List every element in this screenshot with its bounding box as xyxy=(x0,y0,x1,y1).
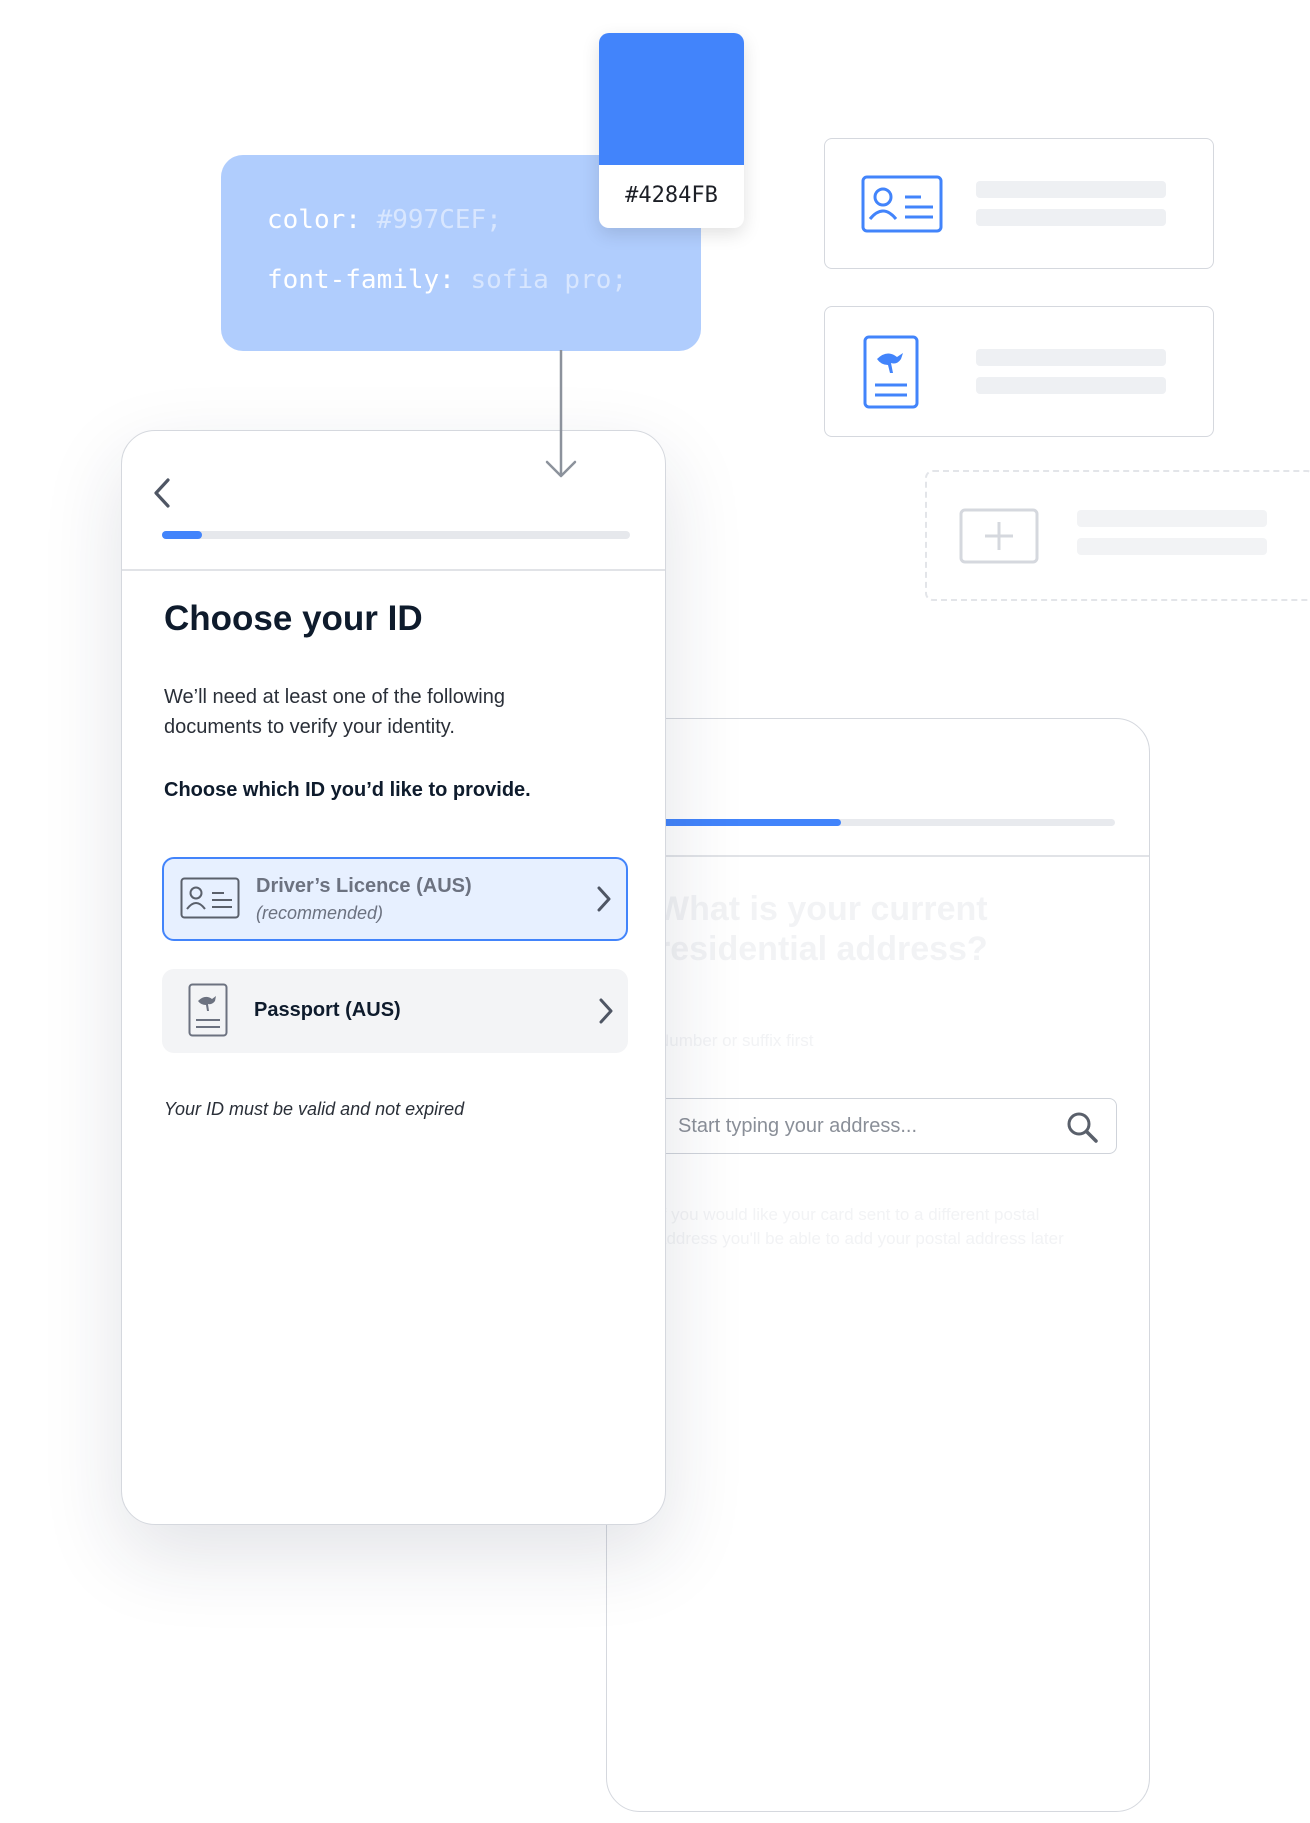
skeleton-line xyxy=(976,209,1166,226)
address-placeholder: Start typing your address... xyxy=(678,1115,918,1137)
code-property: color: xyxy=(267,205,361,235)
postal-note: If you would like your card sent to a di… xyxy=(657,1205,1064,1248)
divider xyxy=(122,569,665,571)
chevron-right-icon xyxy=(599,998,613,1024)
passport-icon xyxy=(863,335,919,409)
passport-card-preview xyxy=(824,306,1214,437)
address-screen: What is your current residential address… xyxy=(606,718,1150,1812)
skeleton-line xyxy=(976,181,1166,198)
address-title: What is your current residential address… xyxy=(657,890,988,968)
search-icon[interactable] xyxy=(1066,1111,1098,1143)
option-drivers-licence[interactable]: Driver’s Licence (AUS) (recommended) xyxy=(162,857,628,941)
option-passport[interactable]: Passport (AUS) xyxy=(162,969,628,1053)
choose-prompt: Choose which ID you’d like to provide. xyxy=(164,779,531,801)
code-line-color: color: #997CEF; xyxy=(267,205,502,235)
chevron-right-icon xyxy=(597,886,611,912)
skeleton-line xyxy=(1077,510,1267,527)
option-label: Passport (AUS) xyxy=(254,999,401,1021)
id-card-icon xyxy=(861,175,943,233)
page-title: Choose your ID xyxy=(164,599,423,638)
swatch-color-block xyxy=(599,33,744,165)
licence-card-preview xyxy=(824,138,1214,269)
choose-id-screen: Choose your ID We’ll need at least one o… xyxy=(121,430,666,1525)
code-value: sofia pro; xyxy=(470,265,628,295)
progress-bar xyxy=(162,531,630,539)
skeleton-line xyxy=(976,377,1166,394)
validity-note: Your ID must be valid and not expired xyxy=(164,1099,465,1119)
code-value: #997CEF; xyxy=(376,205,502,235)
address-search-input[interactable]: Start typing your address... xyxy=(657,1098,1117,1154)
back-arrow-icon[interactable] xyxy=(150,477,174,509)
progress-fill xyxy=(607,819,841,826)
code-line-font: font-family: sofia pro; xyxy=(267,265,627,295)
option-sublabel: (recommended) xyxy=(256,903,384,923)
address-hint: Number or suffix first xyxy=(657,1031,814,1050)
swatch-hex-label: #4284FB xyxy=(625,183,718,208)
page-description: We’ll need at least one of the following… xyxy=(164,686,505,738)
skeleton-line xyxy=(976,349,1166,366)
add-document-card xyxy=(925,470,1310,601)
option-label: Driver’s Licence (AUS) xyxy=(256,875,472,897)
code-property: font-family: xyxy=(267,265,455,295)
progress-bar xyxy=(607,819,1115,826)
id-card-icon xyxy=(180,877,240,919)
passport-icon xyxy=(188,983,228,1037)
plus-icon xyxy=(959,508,1039,564)
progress-fill xyxy=(162,531,202,539)
skeleton-line xyxy=(1077,538,1267,555)
color-swatch: #4284FB xyxy=(599,33,744,228)
style-code-bubble: color: #997CEF; font-family: sofia pro; xyxy=(221,155,701,351)
connector-arrow-icon xyxy=(545,350,577,478)
divider xyxy=(607,855,1149,857)
